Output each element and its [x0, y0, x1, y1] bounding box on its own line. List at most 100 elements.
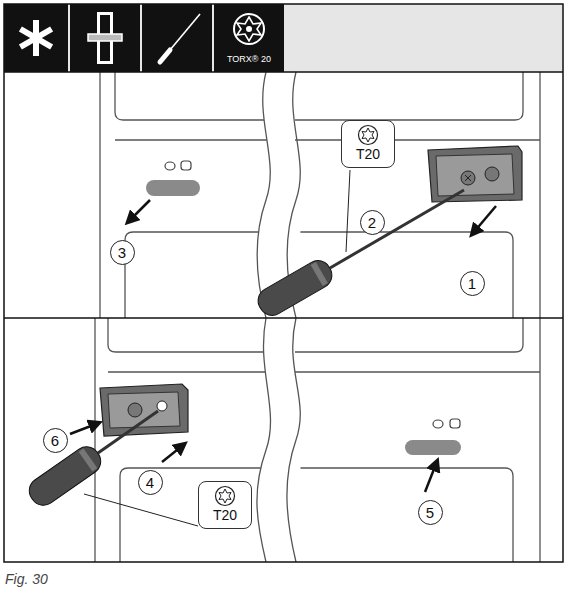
door-outline-part [94, 318, 95, 562]
callout-number: 2 [368, 214, 376, 231]
move-arrow [425, 464, 436, 492]
door-outline-part [99, 72, 100, 318]
screwdriver-part-part [311, 262, 328, 286]
door-outline-part [108, 318, 270, 352]
torx-symbol-part [219, 489, 231, 503]
screwdriver-icon-part [170, 14, 200, 50]
tool-callout: T20 [198, 481, 252, 529]
cover-holes [433, 419, 460, 428]
screwdriver-part-part [24, 442, 106, 511]
screwdriver-part-part [253, 256, 336, 320]
hinge-bracket-part [485, 167, 499, 181]
asterisk-icon-part [20, 29, 51, 47]
screwdriver-part [253, 256, 336, 320]
door-outline-part [539, 318, 540, 562]
door-outline-part [257, 72, 270, 318]
screwdriver-part [330, 190, 464, 268]
header-bar-part [4, 4, 563, 72]
header-bar-part [214, 4, 284, 72]
cover-cap [146, 180, 200, 196]
callout-number: 3 [118, 244, 126, 261]
screwdriver-part [98, 411, 158, 453]
cover-holes-part [450, 419, 460, 428]
door-handle-icon-part [88, 34, 122, 41]
move-arrow [70, 424, 96, 434]
door-outline-part [295, 139, 540, 140]
leader-line [346, 170, 350, 252]
hinge-bracket-part [436, 154, 514, 196]
tool-callout: T20 [341, 120, 395, 168]
torx-symbol [214, 485, 236, 507]
move-arrow [474, 206, 496, 232]
door-outline-part [108, 371, 270, 372]
door-outline-part [257, 318, 271, 562]
tool-size: T20 [356, 146, 380, 162]
cover-holes [165, 161, 191, 170]
door-outline-part [125, 232, 270, 318]
header-label: TORX® 20 [216, 54, 282, 66]
cover-holes-part [433, 420, 443, 428]
callout-number: 1 [460, 271, 485, 296]
header-bar-part [70, 4, 140, 72]
hinge-bracket [428, 146, 522, 202]
door-outline [100, 72, 540, 318]
screwdriver-part-part [79, 448, 98, 471]
header-bar-part [142, 4, 212, 72]
door-outline-part [120, 468, 270, 562]
screwdriver [253, 190, 464, 320]
torx-icon [234, 14, 264, 44]
callout-number: 6 [51, 432, 59, 449]
cover-holes-part [165, 162, 175, 170]
header-text: TORX® 20 [227, 54, 271, 64]
torx-symbol-part [362, 128, 374, 142]
figure-caption: Fig. 30 [5, 571, 48, 587]
torx-icon-part [237, 17, 261, 41]
hinge-bracket-part [157, 401, 167, 411]
move-arrow [130, 200, 150, 220]
screwdriver-icon-part [160, 50, 170, 62]
callout-number: 5 [426, 504, 434, 521]
door-outline-part [257, 318, 301, 562]
hinge-bracket-part [465, 175, 471, 181]
door-outline-part [295, 72, 523, 120]
panel-frame [4, 4, 563, 562]
callout-number: 4 [138, 470, 163, 495]
header-bar [4, 4, 563, 72]
hinge-bracket-part [428, 146, 522, 202]
panel-frame-part [4, 71, 563, 73]
hinge-bracket-part [100, 384, 188, 436]
asterisk-icon-part [20, 29, 51, 47]
door-outline-part [295, 318, 523, 352]
cover-holes-part [181, 161, 191, 170]
door-outline-part [115, 72, 270, 120]
screwdriver-part [24, 442, 106, 511]
torx-icon-part [246, 26, 252, 32]
move-arrow [162, 446, 182, 462]
callout-number: 4 [146, 474, 154, 491]
hinge-bracket-part [461, 171, 475, 185]
callout-number: 1 [468, 275, 476, 292]
asterisk-icon [20, 20, 51, 56]
door-handle-icon [88, 12, 122, 64]
header-bar-part [4, 4, 68, 72]
door-outline [95, 318, 540, 562]
leader-line [84, 494, 198, 526]
door-outline-part [287, 318, 300, 562]
torx-icon-part [234, 14, 264, 44]
callout-number: 6 [43, 428, 68, 453]
screwdriver-icon [160, 14, 200, 62]
panel-frame-part [4, 317, 563, 319]
callout-number: 3 [110, 240, 135, 265]
hinge-bracket-part [128, 403, 142, 417]
torx-symbol-part [359, 126, 378, 145]
door-outline-part [539, 72, 540, 318]
door-outline-part [295, 468, 513, 562]
door-outline-part [115, 139, 270, 140]
door-outline-part [295, 371, 540, 372]
panel-frame-part [4, 4, 563, 562]
torx-symbol [357, 124, 379, 146]
tool-size: T20 [213, 507, 237, 523]
callout-number: 5 [418, 500, 443, 525]
torx-symbol-part [216, 487, 235, 506]
